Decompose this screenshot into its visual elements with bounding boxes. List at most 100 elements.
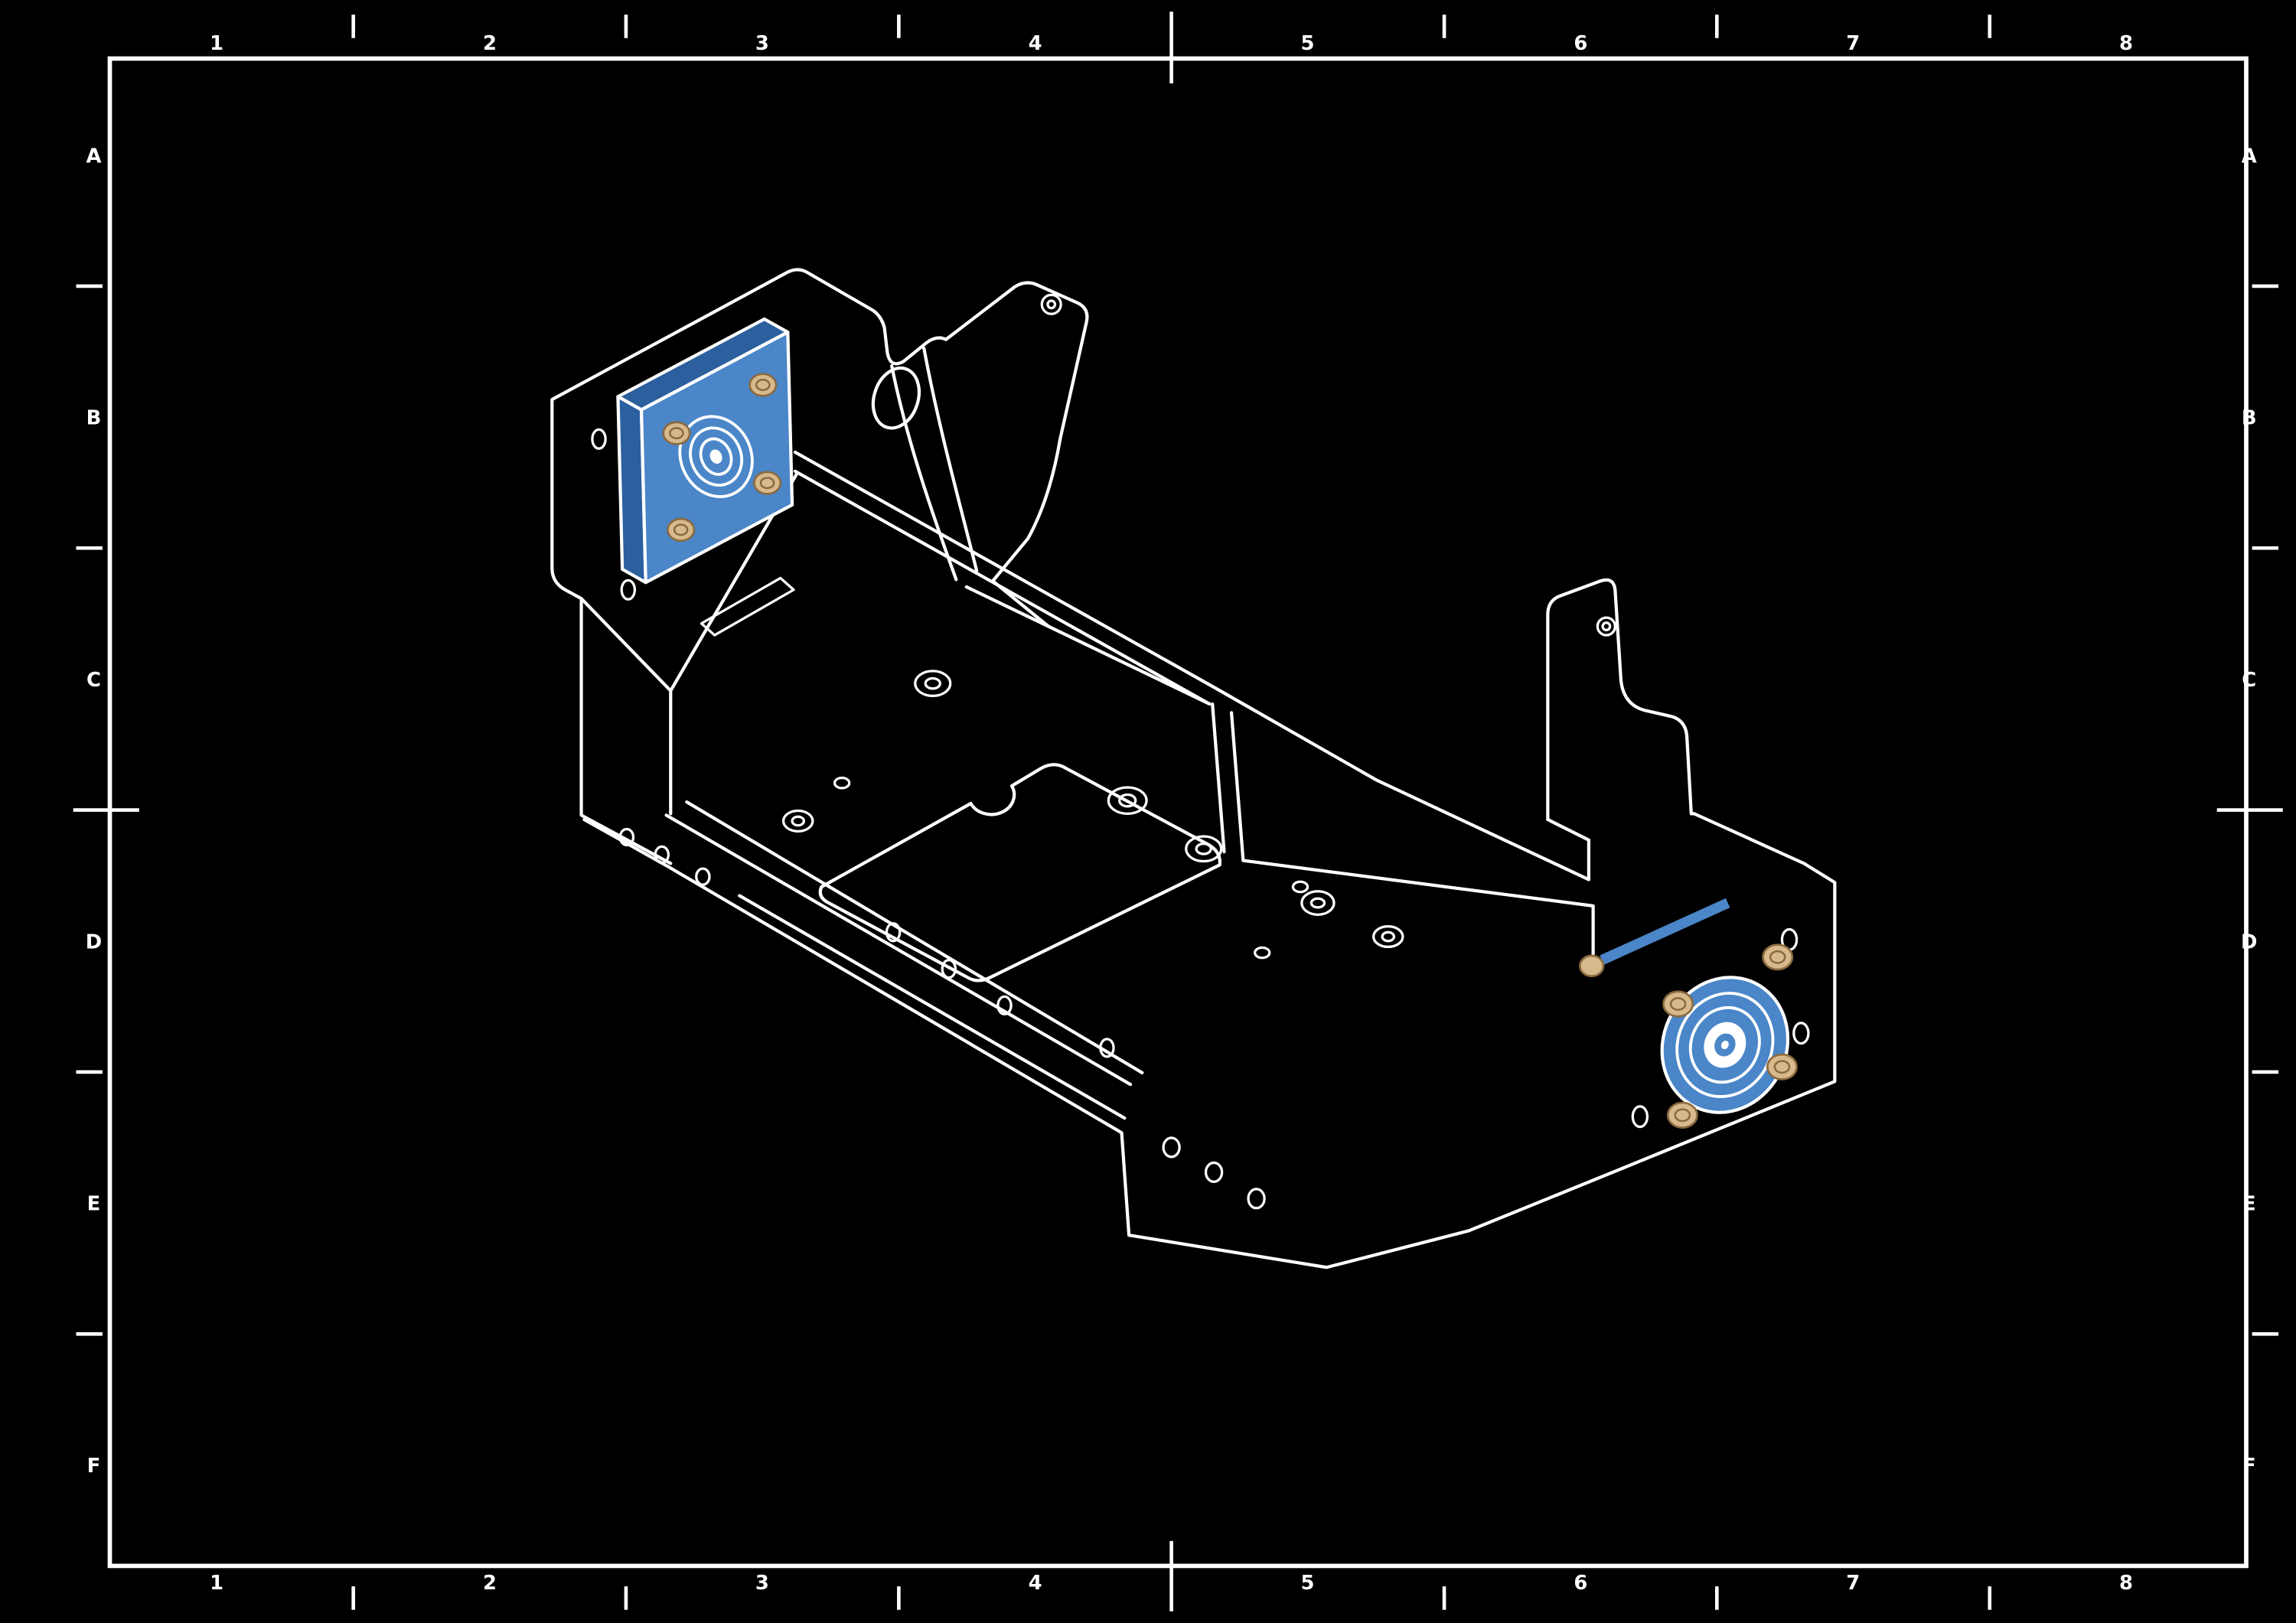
hole xyxy=(1099,1038,1115,1058)
hole xyxy=(885,922,902,943)
left-wall-outline xyxy=(550,272,787,865)
zone-label: 3 xyxy=(755,1572,769,1595)
zone-label: 5 xyxy=(1301,32,1315,55)
hole xyxy=(591,428,607,450)
hole xyxy=(833,776,851,790)
bearing-center xyxy=(1720,1040,1729,1050)
zone-label: F xyxy=(87,1455,101,1478)
rear-bracket-arm-curves xyxy=(890,347,979,582)
zone-label: A xyxy=(2242,145,2257,168)
hole-pattern xyxy=(591,428,1810,1210)
bolt-inner xyxy=(759,477,775,490)
bolt-inner xyxy=(673,523,689,536)
zone-label: 8 xyxy=(2119,32,2133,55)
zone-label: 6 xyxy=(1574,32,1587,55)
row-labels-right: A B C D E F xyxy=(2241,145,2257,1478)
column-labels-bottom: 1 2 3 4 5 6 7 8 xyxy=(210,1572,2133,1595)
hole xyxy=(1254,946,1271,960)
front-outline xyxy=(582,800,1837,1269)
zone-label: F xyxy=(2242,1455,2256,1478)
bearing-ring xyxy=(678,415,754,498)
bolt-inner xyxy=(755,379,771,391)
zone-label: C xyxy=(2242,669,2256,692)
bolt-icon xyxy=(1666,1101,1698,1129)
flange-bolts xyxy=(1662,943,1798,1129)
bolt-icon xyxy=(1579,954,1605,977)
bolt-inner xyxy=(1773,1060,1791,1074)
bolt-inner xyxy=(669,427,684,440)
hole xyxy=(654,845,670,865)
zone-label: 6 xyxy=(1574,1572,1587,1595)
highlighted-bearing-block xyxy=(616,317,794,585)
zone-label: 1 xyxy=(210,1572,223,1595)
zone-tick-marks xyxy=(76,15,2279,1610)
bolt-icon xyxy=(662,421,691,445)
block-bearing-rings xyxy=(678,415,754,498)
drawing-border xyxy=(107,56,2249,1569)
hole xyxy=(1107,786,1148,815)
hole xyxy=(1381,930,1396,943)
row-labels-left: A B C D E F xyxy=(86,145,102,1478)
hole xyxy=(1204,1161,1224,1183)
zone-label: E xyxy=(2242,1193,2256,1216)
chassis-isometric-view xyxy=(550,268,1837,1269)
center-marks xyxy=(73,11,2283,1612)
bearing-ring xyxy=(689,426,744,487)
bolt-inner xyxy=(1674,1108,1691,1123)
zone-label: 7 xyxy=(1846,1572,1860,1595)
floor-step-lines xyxy=(1211,702,1595,976)
hole xyxy=(1118,793,1137,808)
rear-rim-lines xyxy=(793,450,1590,882)
bolt-icon xyxy=(1762,943,1794,971)
hole xyxy=(1309,897,1326,909)
right-bracket-hole-inner xyxy=(1601,621,1612,631)
right-bracket-outline xyxy=(1546,578,1696,882)
hole xyxy=(1185,835,1223,863)
hole xyxy=(791,815,806,827)
bolt-icon xyxy=(1662,990,1694,1018)
hole xyxy=(1247,1188,1266,1210)
zone-label: C xyxy=(86,669,101,692)
zone-label: A xyxy=(86,145,101,168)
zone-label: 3 xyxy=(755,32,769,55)
zone-label: B xyxy=(2242,407,2257,430)
left-wall-slot xyxy=(700,576,795,637)
zone-label: 1 xyxy=(210,32,223,55)
flange-rings xyxy=(1660,976,1790,1114)
tab-hole-inner xyxy=(1046,299,1057,310)
hole xyxy=(1291,880,1309,894)
hole xyxy=(620,578,637,601)
floor-grommets xyxy=(781,670,1404,949)
tab-hole xyxy=(1040,293,1062,315)
hole xyxy=(914,670,952,698)
zone-label: D xyxy=(2241,930,2257,953)
block-bolts xyxy=(662,373,782,543)
zone-label: 2 xyxy=(483,1572,497,1595)
hole xyxy=(781,809,814,833)
hole xyxy=(996,995,1013,1016)
floor-cutout xyxy=(818,763,1222,983)
right-bracket-hole xyxy=(1596,616,1616,637)
hole xyxy=(1195,842,1212,855)
bolt-icon xyxy=(752,471,782,495)
zone-label: B xyxy=(86,407,102,430)
highlighted-bearing-flange xyxy=(1579,898,1798,1129)
hole xyxy=(618,827,635,847)
bolt-icon xyxy=(1766,1053,1798,1080)
zone-label: 8 xyxy=(2119,1572,2133,1595)
column-labels-top: 1 2 3 4 5 6 7 8 xyxy=(210,32,2133,55)
hole xyxy=(924,676,941,690)
zone-label: D xyxy=(86,930,102,953)
flange-edge-bar xyxy=(1600,898,1730,965)
zone-label: 4 xyxy=(1029,32,1042,55)
drawing-frame: 1 2 3 4 5 6 7 8 1 2 3 4 5 6 7 8 A B C D … xyxy=(73,11,2283,1612)
bearing-ring xyxy=(1688,1005,1761,1084)
bearing-center xyxy=(709,449,722,464)
hole xyxy=(1792,1022,1810,1045)
zone-label: 2 xyxy=(483,32,497,55)
hole xyxy=(1631,1105,1649,1129)
hole xyxy=(1162,1136,1181,1159)
bolt-inner xyxy=(1769,950,1786,964)
hole xyxy=(1300,890,1336,916)
